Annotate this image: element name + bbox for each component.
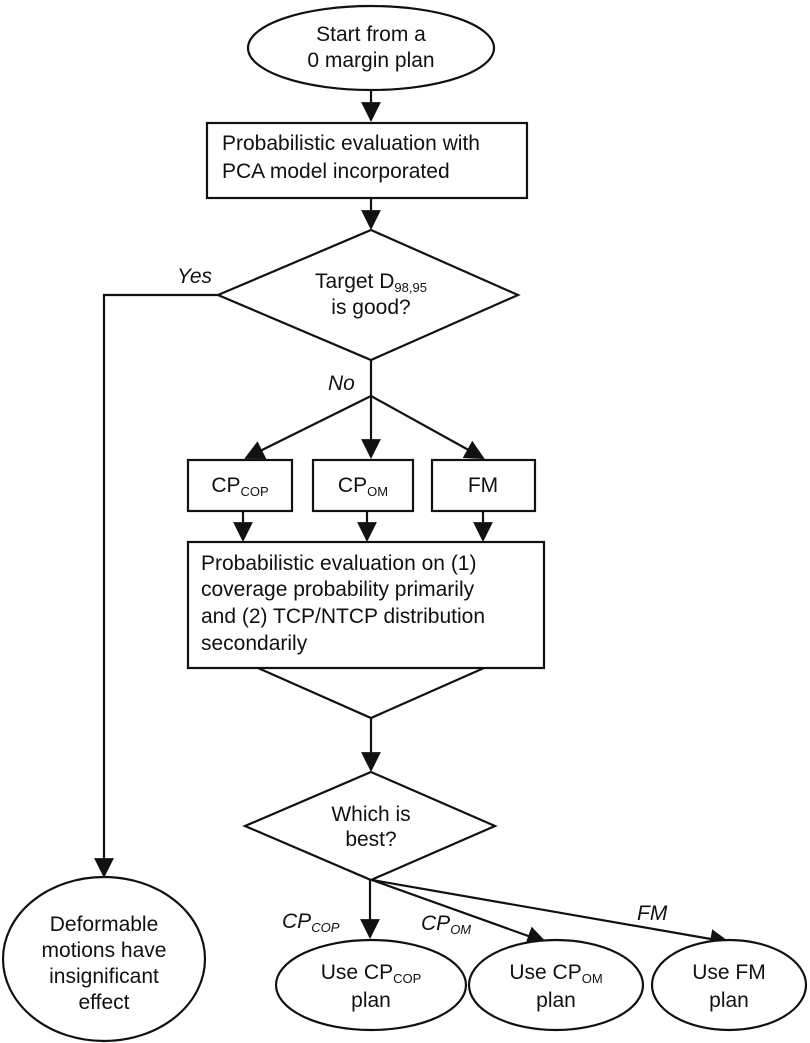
edge-label-cp-cop-main: CP	[282, 910, 311, 933]
target-decision-node: Target D98,95 is good?	[215, 228, 521, 362]
use-cp-cop-line1: Use CPCOP	[321, 961, 422, 986]
use-fm-line2: plan	[709, 989, 749, 1012]
which-best-decision-node: Which is best?	[242, 770, 498, 882]
eval-coverage-line4: secondarily	[201, 632, 308, 655]
deformable-line1: Deformable	[50, 913, 159, 936]
start-node-line1: Start from a	[316, 23, 426, 46]
edge-eval2-funnel	[257, 666, 485, 720]
deformable-line3: insignificant	[49, 965, 159, 988]
start-node: Start from a 0 margin plan	[246, 4, 496, 92]
fm-node: FM	[430, 458, 537, 513]
use-cp-cop-main: Use CP	[321, 961, 393, 984]
cp-cop-sub: COP	[241, 484, 269, 499]
use-cp-om-sub: OM	[582, 971, 603, 986]
use-cp-om-main: Use CP	[509, 961, 581, 984]
cp-om-sub: OM	[367, 484, 388, 499]
edge-label-no: No	[328, 372, 355, 395]
which-best-line1: Which is	[331, 803, 410, 826]
target-decision-sub: 98,95	[394, 280, 427, 295]
use-cp-cop-sub: COP	[393, 971, 421, 986]
target-decision-main: Target D	[315, 270, 394, 293]
use-fm-line1: Use FM	[692, 961, 766, 984]
eval-pca-line2: PCA model incorporated	[222, 160, 450, 183]
use-cp-om-node: Use CPOM plan	[467, 938, 645, 1032]
edge-label-cp-om-main: CP	[421, 912, 450, 935]
edge-label-fm: FM	[637, 902, 668, 925]
start-node-line2: 0 margin plan	[307, 49, 434, 72]
cp-om-label: CPOM	[338, 474, 388, 499]
eval-coverage-line1: Probabilistic evaluation on (1)	[201, 552, 476, 575]
cp-cop-node: CPCOP	[186, 458, 294, 513]
use-fm-node: Use FM plan	[650, 938, 808, 1032]
which-best-line2: best?	[345, 828, 396, 851]
edge-no-to-cpcop	[244, 395, 372, 459]
cp-cop-label: CPCOP	[211, 474, 268, 499]
use-cp-om-line2: plan	[536, 989, 576, 1012]
edge-label-cp-om-sub: OM	[450, 922, 471, 937]
cp-om-node: CPOM	[311, 458, 415, 513]
cp-om-main: CP	[338, 474, 367, 497]
edge-label-cp-om: CPOM	[421, 912, 471, 937]
cp-cop-main: CP	[211, 474, 240, 497]
fm-label: FM	[468, 474, 498, 497]
edge-which-to-use-cpom	[371, 878, 547, 946]
edge-yes-to-deformable	[94, 293, 218, 878]
eval-coverage-line3: and (2) TCP/NTCP distribution	[201, 605, 485, 628]
eval-pca-node: Probabilistic evaluation with PCA model …	[205, 121, 529, 200]
edge-label-cp-cop: CPCOP	[282, 910, 340, 935]
deformable-line2: motions have	[42, 939, 167, 962]
use-cp-om-line1: Use CPOM	[509, 961, 602, 986]
use-cp-cop-node: Use CPCOP plan	[274, 938, 468, 1032]
edge-label-cp-cop-sub: COP	[311, 920, 340, 935]
edge-no-to-fm	[370, 395, 485, 459]
deformable-line4: effect	[79, 991, 130, 1014]
edge-label-yes: Yes	[177, 265, 213, 288]
eval-coverage-line2: coverage probability primarily	[201, 578, 475, 601]
use-cp-cop-line2: plan	[351, 989, 391, 1012]
eval-coverage-node: Probabilistic evaluation on (1) coverage…	[186, 540, 546, 670]
eval-pca-line1: Probabilistic evaluation with	[222, 132, 480, 155]
target-decision-line1: Target D98,95	[315, 270, 427, 295]
deformable-node: Deformable motions have insignificant ef…	[1, 875, 207, 1043]
target-decision-line2: is good?	[331, 296, 410, 319]
edge-which-to-use-fm	[371, 878, 730, 949]
